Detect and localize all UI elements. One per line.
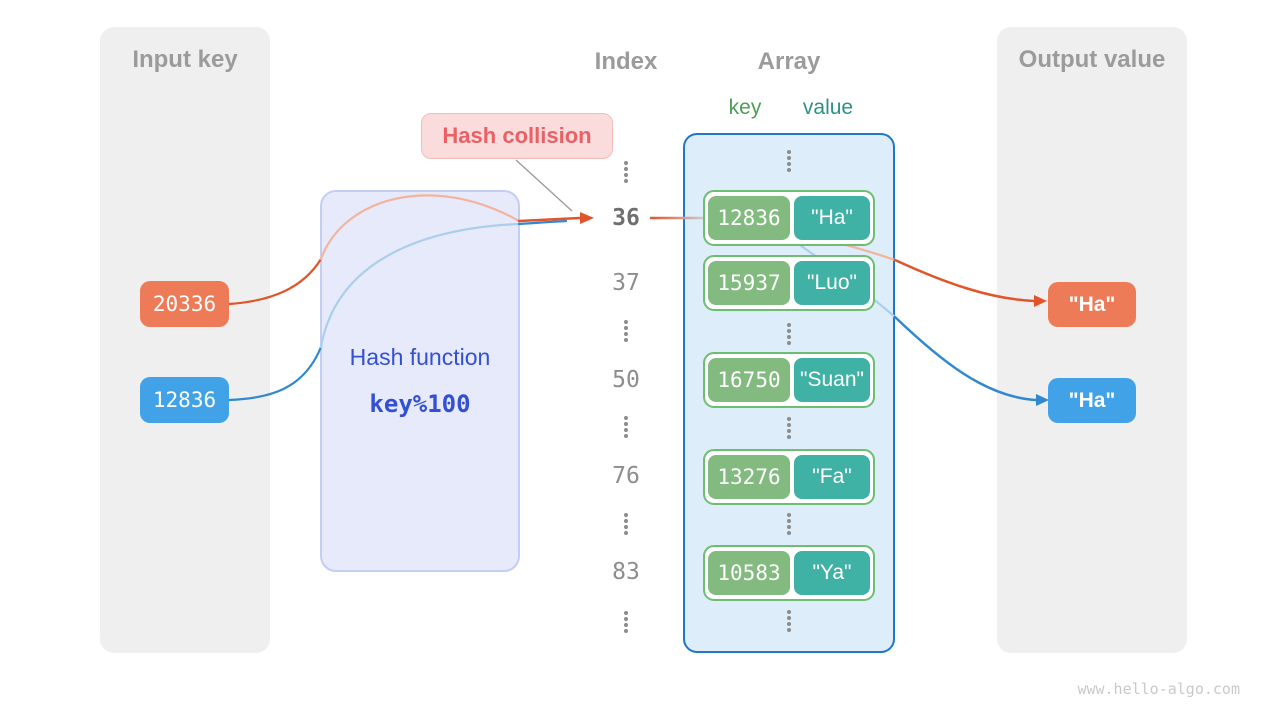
pair-value: "Suan"	[794, 358, 870, 402]
pair-value: "Ya"	[794, 551, 870, 595]
pair-value: "Ha"	[794, 196, 870, 240]
output-value-panel	[997, 27, 1187, 653]
array-key-header: key	[728, 96, 762, 119]
arrow-blue-exit	[517, 219, 568, 226]
ellipsis-icon	[787, 610, 791, 632]
ellipsis-icon	[624, 320, 628, 342]
array-pair-12836: 12836 "Ha"	[703, 190, 875, 246]
index-row-37: 37	[612, 270, 640, 296]
array-pair-13276: 13276 "Fa"	[703, 449, 875, 505]
hash-function-box	[320, 190, 520, 572]
pair-key: 13276	[708, 455, 790, 499]
array-pair-15937: 15937 "Luo"	[703, 255, 875, 311]
array-pair-10583: 10583 "Ya"	[703, 545, 875, 601]
ellipsis-icon	[624, 416, 628, 438]
callout-line	[515, 159, 573, 212]
index-row-83: 83	[612, 559, 640, 585]
output-value-ha-orange: "Ha"	[1048, 282, 1136, 327]
input-key-12836: 12836	[140, 377, 229, 423]
ellipsis-icon	[787, 417, 791, 439]
pair-value: "Fa"	[794, 455, 870, 499]
ellipsis-icon	[624, 161, 628, 183]
hash-collision-callout: Hash collision	[421, 113, 613, 159]
watermark: www.hello-algo.com	[1077, 680, 1240, 698]
hash-function-title: Hash function	[349, 344, 491, 370]
arrow-orange-to-index	[517, 216, 582, 223]
array-title: Array	[757, 48, 821, 75]
pair-key: 16750	[708, 358, 790, 402]
array-pair-16750: 16750 "Suan"	[703, 352, 875, 408]
output-value-ha-blue: "Ha"	[1048, 378, 1136, 423]
ellipsis-icon	[787, 323, 791, 345]
ellipsis-icon	[624, 513, 628, 535]
index-row-36: 36	[612, 205, 640, 231]
input-key-20336: 20336	[140, 281, 229, 327]
pair-value: "Luo"	[794, 261, 870, 305]
array-value-header: value	[802, 96, 854, 119]
pair-key: 10583	[708, 551, 790, 595]
ellipsis-icon	[787, 513, 791, 535]
input-panel-title: Input key	[132, 46, 238, 73]
pair-key: 12836	[708, 196, 790, 240]
hash-function-formula: key%100	[369, 390, 471, 418]
index-column-title: Index	[594, 48, 658, 75]
ellipsis-icon	[624, 611, 628, 633]
arrowhead-to-index	[580, 212, 594, 224]
index-row-50: 50	[612, 367, 640, 393]
pair-key: 15937	[708, 261, 790, 305]
index-row-76: 76	[612, 463, 640, 489]
ellipsis-icon	[787, 150, 791, 172]
output-panel-title: Output value	[1018, 46, 1166, 73]
input-key-panel	[100, 27, 270, 653]
